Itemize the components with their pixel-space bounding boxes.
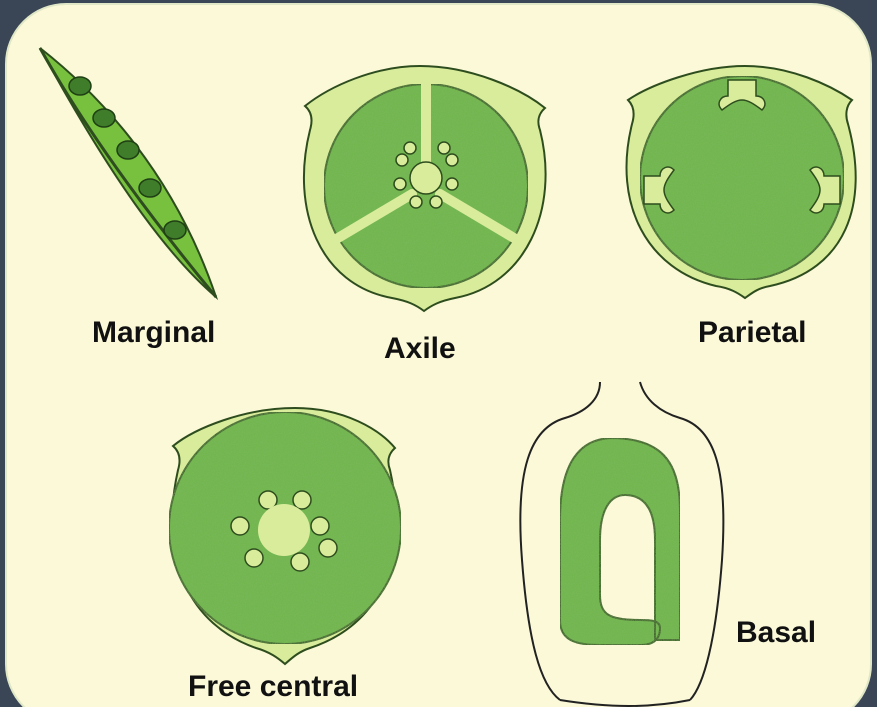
label-free-central: Free central (188, 670, 358, 703)
label-basal: Basal (736, 616, 816, 649)
label-axile: Axile (384, 332, 456, 365)
label-marginal: Marginal (92, 316, 215, 349)
label-parietal: Parietal (698, 316, 806, 349)
